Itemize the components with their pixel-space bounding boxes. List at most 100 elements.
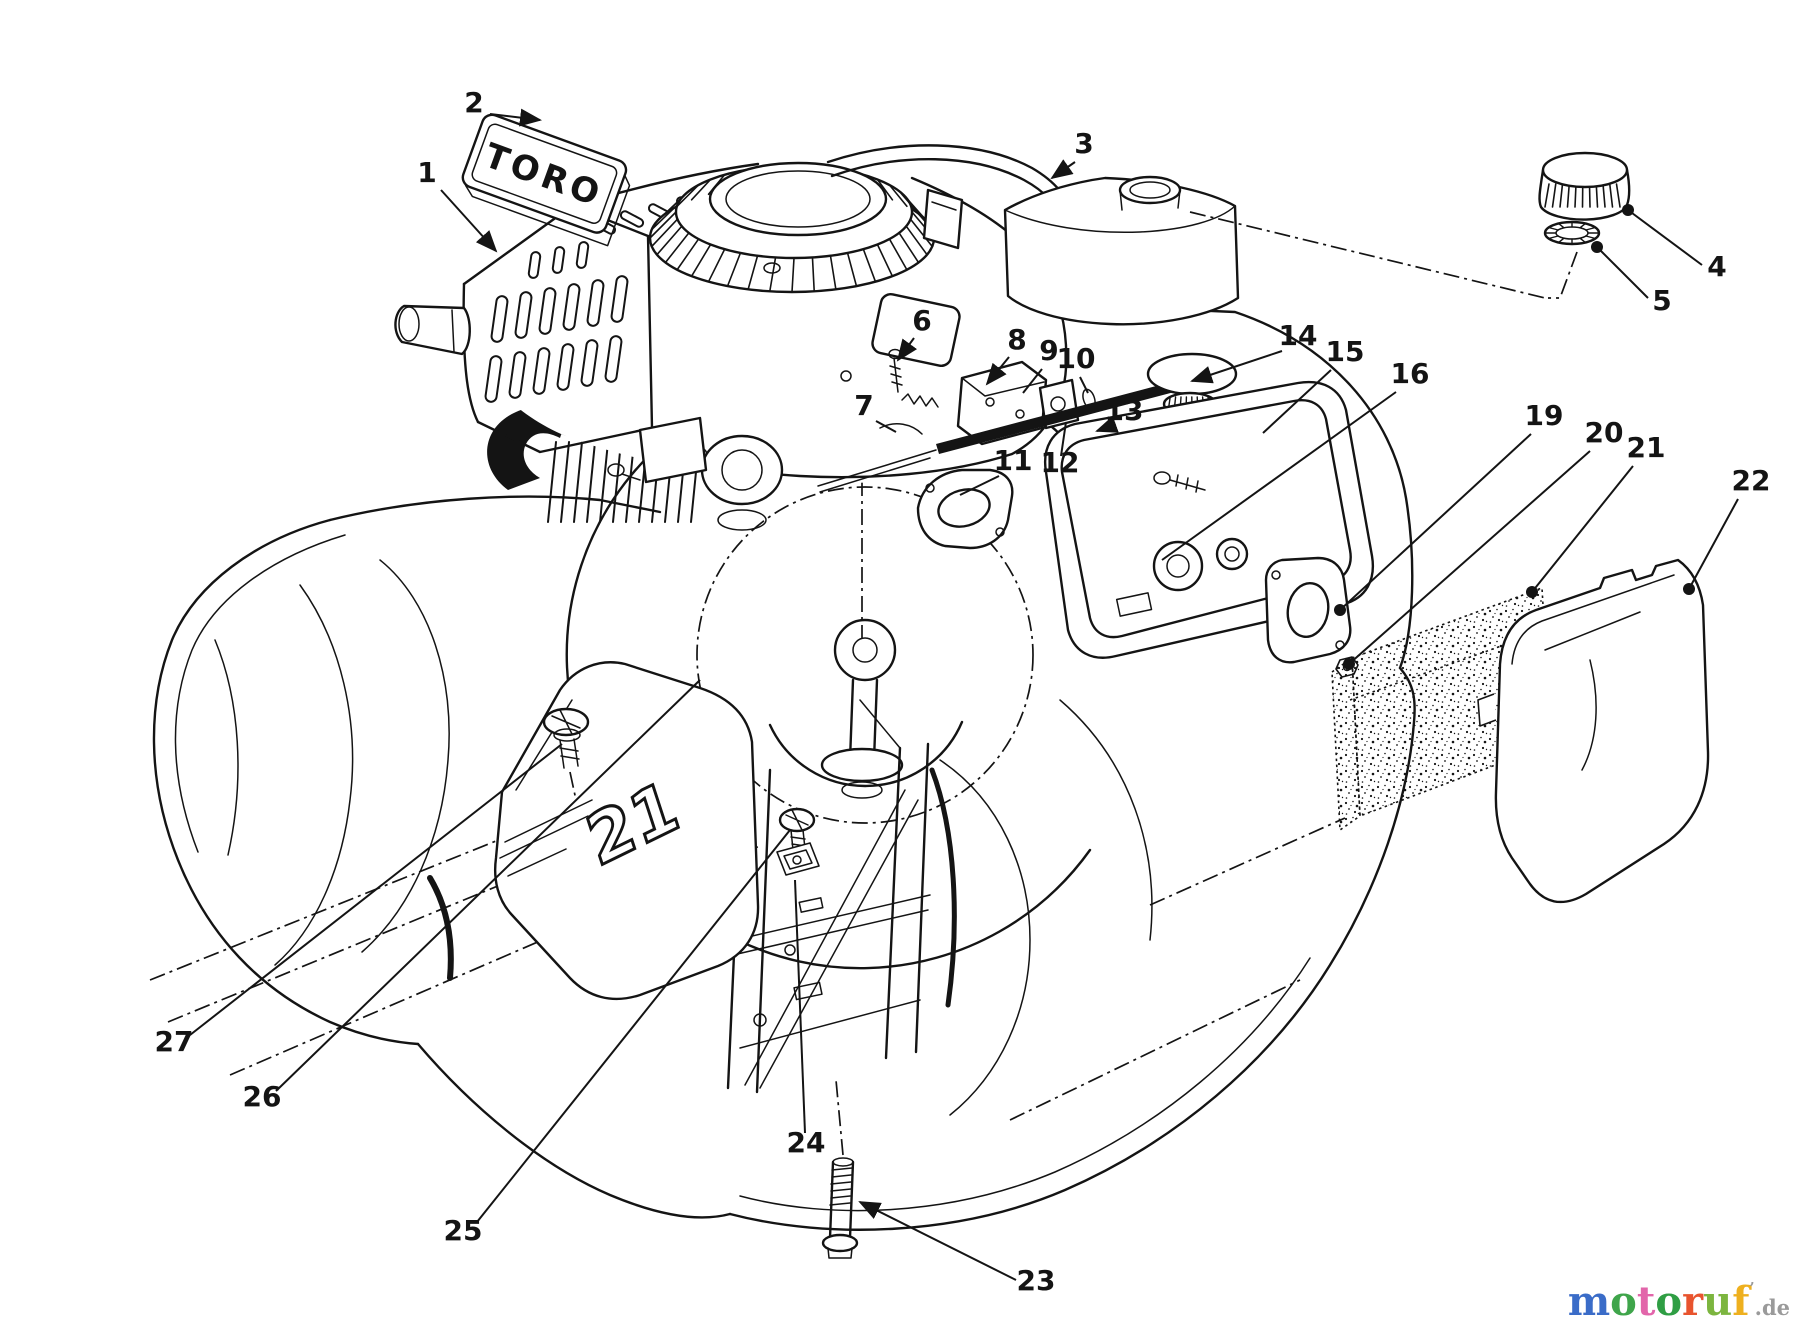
leader-line-8 <box>985 356 1010 386</box>
watermark-domain-suffix: .de <box>1754 1295 1790 1320</box>
leader-line-25 <box>476 829 791 1223</box>
vent-slot <box>562 283 581 331</box>
recoil-rib <box>690 243 712 277</box>
callout-20: 20 <box>1585 416 1624 449</box>
callout-4: 4 <box>1707 250 1726 283</box>
callout-7: 7 <box>854 389 873 422</box>
gasket-tick <box>1557 237 1565 244</box>
callout-19: 19 <box>1525 399 1564 432</box>
recoil-rib <box>909 218 934 248</box>
callout-22: 22 <box>1732 464 1771 497</box>
callout-26: 26 <box>243 1080 282 1113</box>
callout-21: 21 <box>1627 431 1666 464</box>
recoil-rib <box>650 204 679 231</box>
watermark-letter: m <box>1567 1278 1611 1324</box>
vent-slot <box>551 246 566 274</box>
recoil-rib <box>690 178 712 201</box>
recoil-rib <box>707 248 726 283</box>
watermark-letter: r <box>1682 1278 1704 1324</box>
fuel-tank <box>1003 176 1240 326</box>
callout-15: 15 <box>1326 335 1365 368</box>
vent-slot <box>556 343 575 391</box>
cap-rib <box>1559 183 1564 208</box>
leader-line-15 <box>1262 369 1332 434</box>
recoil-rib <box>905 225 928 256</box>
gasket-tick <box>1585 226 1597 231</box>
leader-line-11 <box>959 475 1000 496</box>
callout-2: 2 <box>464 86 483 119</box>
leader-line-6 <box>896 337 918 362</box>
cap-rib <box>1615 183 1621 208</box>
leader-line-5 <box>1591 241 1649 299</box>
recoil-rib <box>676 238 700 271</box>
leader-line-1 <box>440 189 498 253</box>
leader-line-7 <box>875 420 897 433</box>
vent-slot <box>484 355 503 403</box>
vent-slot <box>619 210 645 228</box>
vent-slot <box>610 275 629 323</box>
callout-16: 16 <box>1391 357 1430 390</box>
vent-slot <box>527 251 542 279</box>
cap-rib <box>1551 183 1557 208</box>
gasket-tick <box>1585 235 1597 240</box>
fin <box>586 441 596 523</box>
recoil-rib <box>811 256 816 293</box>
leader-line-13 <box>1095 415 1119 433</box>
muffler-assembly <box>1043 380 1375 678</box>
recoil-rib <box>862 248 877 283</box>
fuel-tank-assembly <box>826 144 1578 326</box>
muffler-gasket-plate <box>1264 556 1352 664</box>
leader-line-2 <box>489 108 542 127</box>
watermark-letter: u <box>1703 1278 1733 1324</box>
leader-line-24 <box>794 879 806 1134</box>
vent-slot <box>538 287 557 335</box>
leader-line-23 <box>858 1201 1017 1281</box>
vent-slot <box>604 335 623 383</box>
watermark-letter: t <box>1636 1278 1656 1324</box>
callout-5: 5 <box>1652 284 1671 317</box>
leader-line-9 <box>1022 368 1043 394</box>
watermark-letter: o <box>1610 1278 1637 1324</box>
cooling-fins <box>547 441 700 523</box>
cap-rib <box>1608 183 1614 208</box>
leader-line-20 <box>1343 450 1591 670</box>
cap-rib <box>1566 183 1571 208</box>
recoil-rib <box>846 252 858 287</box>
cap-gasket <box>1543 220 1601 246</box>
recoil-rib <box>888 184 908 208</box>
recoil-rib <box>664 190 690 215</box>
callout-10: 10 <box>1057 342 1096 375</box>
gasket-tick <box>1547 235 1559 240</box>
callout-6: 6 <box>912 304 931 337</box>
leader-line-21 <box>1526 465 1634 598</box>
recoil-rib <box>656 225 683 256</box>
carb-gasket <box>916 468 1014 550</box>
recoil-rib <box>747 254 759 291</box>
recoil-rib <box>726 252 742 287</box>
callout-13: 13 <box>1105 394 1144 427</box>
callout-23: 23 <box>1017 1264 1056 1297</box>
filler-neck <box>1118 175 1182 205</box>
watermark-mark: ’ <box>1749 1279 1755 1297</box>
leader-line-12 <box>1060 421 1067 457</box>
callout-12: 12 <box>1041 446 1080 479</box>
vent-slot <box>508 351 527 399</box>
watermark-letter: o <box>1655 1278 1683 1324</box>
leader-line-3 <box>1050 159 1076 180</box>
recoil-rib <box>898 232 920 264</box>
gasket-tick <box>1579 222 1587 229</box>
recoil-rib <box>649 211 677 239</box>
cap-rib <box>1602 183 1606 208</box>
callout-8: 8 <box>1007 323 1026 356</box>
recoil-rib <box>791 257 795 293</box>
vent-slot <box>490 295 509 343</box>
air-filter-cover <box>1477 558 1710 904</box>
callout-9: 9 <box>1039 334 1058 367</box>
leader-line-16 <box>1161 391 1397 561</box>
leader-line-27 <box>189 743 563 1036</box>
recoil-rib <box>876 178 894 201</box>
spark-plug-wire <box>487 406 566 490</box>
vent-slot <box>586 279 605 327</box>
